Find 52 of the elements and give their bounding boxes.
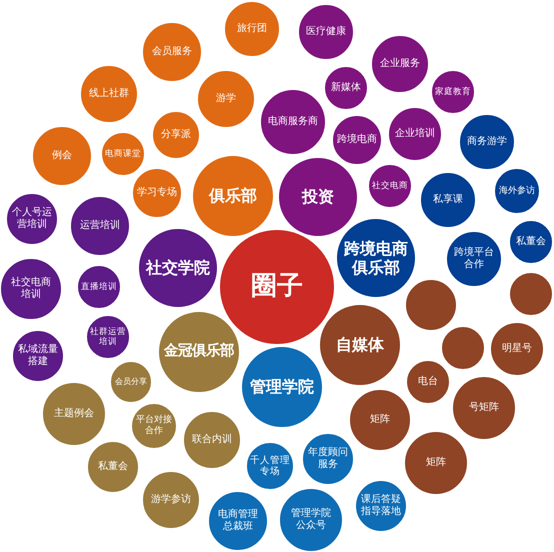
topic-circle: 跨境平台合作 [446, 231, 502, 287]
topic-circle: 矩阵 [349, 389, 411, 451]
topic-circle: 社交电商 [368, 164, 412, 208]
topic-circle: 号矩阵 [452, 376, 516, 440]
topic-circle: 企业服务 [371, 35, 429, 93]
topic-circle: 年度顾问服务 [302, 433, 354, 485]
topic-circle: 跨境电商 [332, 115, 382, 165]
topic-circle: 私董会 [509, 220, 553, 264]
topic-circle: 私董会 [87, 441, 139, 493]
topic-circle: 主题例会 [42, 382, 106, 446]
topic-circle: 千人管理专场 [246, 442, 294, 490]
topic-circle: 家庭教育 [431, 70, 475, 114]
topic-circle: 联合内训 [183, 411, 241, 469]
topic-circle: 学习专场 [132, 168, 182, 218]
category-circle: 社交学院 [136, 226, 220, 310]
topic-circle: 私域流量搭建 [12, 330, 64, 382]
topic-circle: 商务游学 [459, 114, 515, 170]
topic-circle: 游学参访 [142, 471, 200, 529]
topic-circle: 电商管理总裁班 [208, 491, 268, 551]
topic-circle [405, 279, 457, 331]
topic-circle: 平台对接合作 [131, 403, 177, 449]
topic-circle: 个人号运营培训 [6, 193, 58, 245]
topic-circle: 线上社群 [80, 65, 138, 123]
topic-circle: 明星号 [490, 322, 544, 376]
topic-circle: 旅行团 [224, 1, 280, 57]
topic-circle [441, 326, 485, 370]
category-circle: 自媒体 [317, 302, 403, 388]
topic-circle: 管理学院公众号 [279, 488, 343, 552]
topic-circle: 电台 [406, 360, 450, 404]
topic-circle: 矩阵 [404, 431, 468, 495]
topic-circle: 运营培训 [70, 196, 130, 256]
topic-circle: 私享课 [420, 172, 476, 228]
category-circle: 管理学院 [239, 344, 325, 430]
category-circle: 金冠俱乐部 [156, 309, 242, 395]
topic-circle: 游学 [197, 70, 255, 128]
category-circle: 投资 [276, 155, 360, 239]
topic-circle: 社群运营培训 [86, 315, 130, 359]
category-circle: 跨境电商俱乐部 [334, 216, 418, 300]
topic-circle: 新媒体 [324, 66, 368, 110]
topic-circle: 会员分享 [110, 361, 152, 403]
topic-circle: 例会 [32, 126, 92, 186]
topic-circle: 电商服务商 [260, 89, 326, 155]
topic-circle: 分享派 [152, 111, 200, 159]
topic-circle: 社交电商培训 [0, 258, 62, 320]
topic-circle: 电商课堂 [101, 132, 145, 176]
topic-circle: 会员服务 [142, 22, 202, 82]
topic-circle: 直播培训 [77, 265, 121, 309]
category-circle: 俱乐部 [190, 153, 276, 239]
topic-circle: 课后答疑指导落地 [355, 480, 407, 532]
topic-circle: 企业培训 [388, 107, 442, 161]
topic-circle: 海外参访 [494, 168, 540, 214]
topic-circle: 医疗健康 [298, 4, 354, 60]
